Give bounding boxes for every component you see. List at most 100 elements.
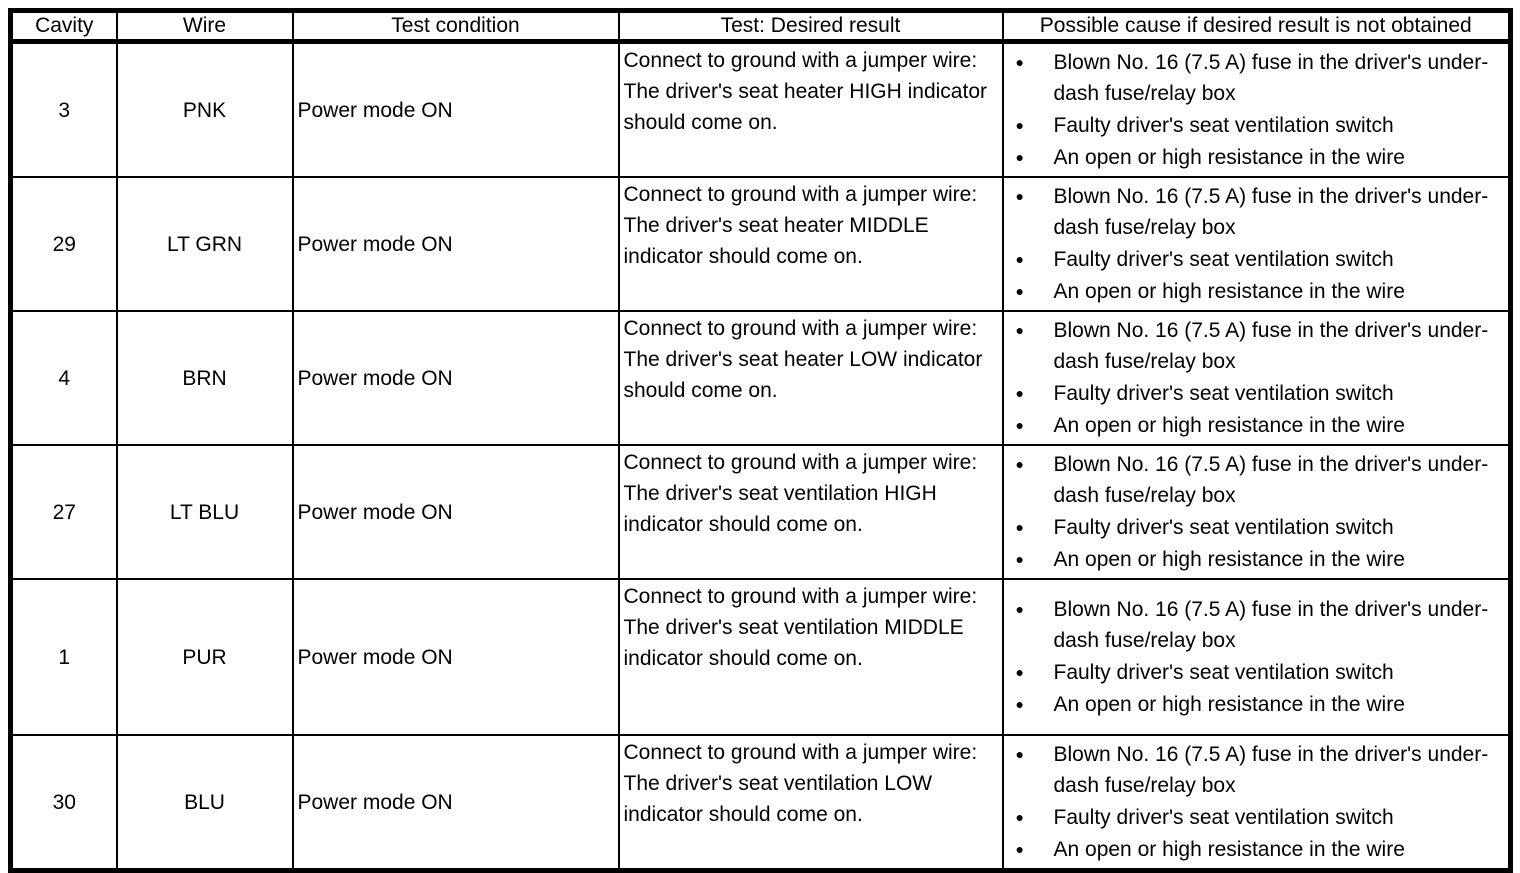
cause-text: An open or high resistance in the wire xyxy=(1053,838,1405,861)
test-condition-cell: Power mode ON xyxy=(291,310,620,446)
cause-item: ● Faulty driver's seat ventilation switch xyxy=(1016,657,1505,688)
bullet-icon: ● xyxy=(1015,54,1024,70)
cause-text: Blown No. 16 (7.5 A) fuse in the driver'… xyxy=(1053,453,1489,507)
test-desired-result: The driver's seat heater MIDDLE indicato… xyxy=(623,214,929,268)
table-row: 3 PNK Power mode ON Connect to ground wi… xyxy=(9,40,1512,178)
cause-item: ● Faulty driver's seat ventilation switch xyxy=(1016,378,1505,409)
bullet-icon: ● xyxy=(1015,322,1024,338)
cause-item: ● Blown No. 16 (7.5 A) fuse in the driver… xyxy=(1016,315,1505,377)
test-condition-cell: Power mode ON xyxy=(291,734,620,872)
test-result-cell: Connect to ground with a jumper wire: Th… xyxy=(617,310,1004,446)
test-intro: Connect to ground with a jumper wire: xyxy=(623,183,978,206)
cause-item: ● Faulty driver's seat ventilation switch xyxy=(1016,110,1505,141)
cause-item: ● Blown No. 16 (7.5 A) fuse in the driver… xyxy=(1016,47,1505,109)
cause-item: ● Blown No. 16 (7.5 A) fuse in the driver… xyxy=(1016,739,1505,801)
cavity-cell: 1 xyxy=(9,578,118,736)
header-wire: Wire xyxy=(115,9,294,44)
table-row: 4 BRN Power mode ON Connect to ground wi… xyxy=(9,310,1512,446)
cause-text: Faulty driver's seat ventilation switch xyxy=(1053,114,1394,137)
cause-text: Blown No. 16 (7.5 A) fuse in the driver'… xyxy=(1053,319,1489,373)
bullet-icon: ● xyxy=(1015,417,1024,433)
header-desired-result: Test: Desired result xyxy=(617,9,1004,44)
test-condition-cell: Power mode ON xyxy=(291,176,620,312)
cause-text: Faulty driver's seat ventilation switch xyxy=(1053,806,1394,829)
causes-cell: ● Blown No. 16 (7.5 A) fuse in the driver… xyxy=(1001,734,1512,872)
cause-item: ●Blown No. 16 (7.5 A) fuse in the driver… xyxy=(1016,594,1505,656)
bullet-icon: ● xyxy=(1015,809,1024,825)
cause-text: Faulty driver's seat ventilation switch xyxy=(1053,248,1394,271)
cause-item: ● An open or high resistance in the wire xyxy=(1016,544,1505,575)
cause-item: ● An open or high resistance in the wire xyxy=(1016,142,1505,173)
bullet-icon: ● xyxy=(1015,519,1024,535)
test-desired-result: The driver's seat ventilation MIDDLE ind… xyxy=(623,616,964,670)
cause-item: ●Faulty driver's seat ventilation switch xyxy=(1016,244,1505,275)
table-row: 29 LT GRN Power mode ON Connect to groun… xyxy=(9,176,1512,312)
cause-text: An open or high resistance in the wire xyxy=(1053,414,1405,437)
cause-text: An open or high resistance in the wire xyxy=(1053,548,1405,571)
test-desired-result: The driver's seat ventilation HIGH indic… xyxy=(623,482,937,536)
causes-cell: ● Blown No. 16 (7.5 A) fuse in the driver… xyxy=(1001,40,1512,178)
test-result-cell: Connect to ground with a jumper wire: Th… xyxy=(617,734,1004,872)
wire-cell: BRN xyxy=(115,310,294,446)
table-row: 1 PUR Power mode ON Connect to ground wi… xyxy=(9,578,1512,736)
table-row: 30 BLU Power mode ON Connect to ground w… xyxy=(9,734,1512,872)
test-desired-result: The driver's seat heater HIGH indicator … xyxy=(623,80,988,134)
cause-list: ●Blown No. 16 (7.5 A) fuse in the driver… xyxy=(1016,181,1505,307)
test-desired-result: The driver's seat ventilation LOW indica… xyxy=(623,772,933,826)
header-cavity: Cavity xyxy=(9,9,118,44)
test-result-cell: Connect to ground with a jumper wire: Th… xyxy=(617,40,1004,178)
bullet-icon: ● xyxy=(1015,117,1024,133)
test-condition-cell: Power mode ON xyxy=(291,444,620,580)
cause-list: ● Blown No. 16 (7.5 A) fuse in the driver… xyxy=(1016,739,1505,865)
connector-test-table: Cavity Wire Test condition Test: Desired… xyxy=(8,8,1513,873)
test-intro: Connect to ground with a jumper wire: xyxy=(623,49,978,72)
cause-list: ● Blown No. 16 (7.5 A) fuse in the driver… xyxy=(1016,47,1505,173)
test-intro: Connect to ground with a jumper wire: xyxy=(623,317,978,340)
causes-cell: ● Blown No. 16 (7.5 A) fuse in the driver… xyxy=(1001,310,1512,446)
cause-item: ● Faulty driver's seat ventilation switch xyxy=(1016,512,1505,543)
bullet-icon: ● xyxy=(1015,283,1024,299)
test-intro: Connect to ground with a jumper wire: xyxy=(623,585,978,608)
cavity-cell: 27 xyxy=(9,444,118,580)
cause-text: Faulty driver's seat ventilation switch xyxy=(1053,661,1394,684)
cause-text: An open or high resistance in the wire xyxy=(1053,280,1405,303)
test-intro: Connect to ground with a jumper wire: xyxy=(623,741,978,764)
test-result-cell: Connect to ground with a jumper wire: Th… xyxy=(617,444,1004,580)
test-result-cell: Connect to ground with a jumper wire: Th… xyxy=(617,578,1004,736)
wire-cell: LT BLU xyxy=(115,444,294,580)
bullet-icon: ● xyxy=(1015,746,1024,762)
cause-item: ●An open or high resistance in the wire xyxy=(1016,689,1505,720)
bullet-icon: ● xyxy=(1015,149,1024,165)
bullet-icon: ● xyxy=(1015,664,1024,680)
cavity-cell: 30 xyxy=(9,734,118,872)
cause-text: Faulty driver's seat ventilation switch xyxy=(1053,516,1394,539)
causes-cell: ●Blown No. 16 (7.5 A) fuse in the driver… xyxy=(1001,176,1512,312)
bullet-icon: ● xyxy=(1015,601,1024,617)
wire-cell: PNK xyxy=(115,40,294,178)
header-possible-cause: Possible cause if desired result is not … xyxy=(1001,9,1512,44)
cause-text: An open or high resistance in the wire xyxy=(1053,146,1405,169)
test-result-cell: Connect to ground with a jumper wire: Th… xyxy=(617,176,1004,312)
header-test-condition: Test condition xyxy=(291,9,620,44)
cause-text: Blown No. 16 (7.5 A) fuse in the driver'… xyxy=(1053,743,1489,797)
bullet-icon: ● xyxy=(1015,456,1024,472)
cause-text: Faulty driver's seat ventilation switch xyxy=(1053,382,1394,405)
bullet-icon: ● xyxy=(1015,385,1024,401)
test-condition-cell: Power mode ON xyxy=(291,40,620,178)
bullet-icon: ● xyxy=(1015,696,1024,712)
wire-cell: LT GRN xyxy=(115,176,294,312)
cause-text: Blown No. 16 (7.5 A) fuse in the driver'… xyxy=(1053,51,1489,105)
cause-item: ● Faulty driver's seat ventilation switch xyxy=(1016,802,1505,833)
cause-list: ● Blown No. 16 (7.5 A) fuse in the driver… xyxy=(1016,315,1505,441)
bullet-icon: ● xyxy=(1015,551,1024,567)
wire-cell: PUR xyxy=(115,578,294,736)
test-desired-result: The driver's seat heater LOW indicator s… xyxy=(623,348,983,402)
cavity-cell: 4 xyxy=(9,310,118,446)
bullet-icon: ● xyxy=(1015,841,1024,857)
cause-item: ● An open or high resistance in the wire xyxy=(1016,276,1505,307)
test-condition-cell: Power mode ON xyxy=(291,578,620,736)
bullet-icon: ● xyxy=(1015,188,1024,204)
table-row: 27 LT BLU Power mode ON Connect to groun… xyxy=(9,444,1512,580)
causes-cell: ●Blown No. 16 (7.5 A) fuse in the driver… xyxy=(1001,578,1512,736)
cavity-cell: 29 xyxy=(9,176,118,312)
